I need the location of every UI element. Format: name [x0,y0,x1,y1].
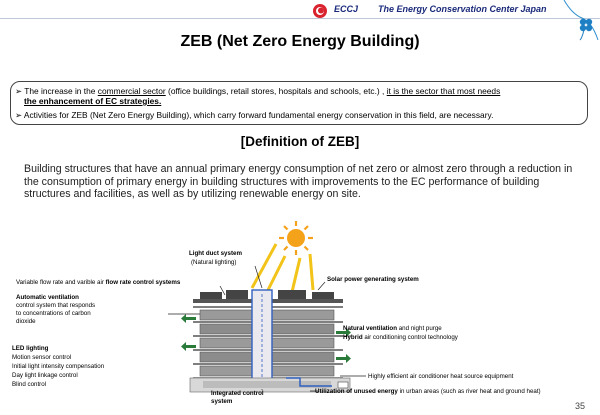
label-hybrid: Hybrid air conditioning control technolo… [343,334,458,341]
label-integrated-l2: system [211,398,233,405]
definition-text: Building structures that have an annual … [24,163,573,201]
summary-box [10,81,588,125]
solar-panels [200,290,334,299]
bullet-2-text: Activities for ZEB (Net Zero Energy Buil… [23,110,494,120]
label-auto-vent-l2: to concentrations of carbon [16,310,91,317]
label-natural-ventilation-bold: Natural ventilation [343,325,397,332]
definition-heading: [Definition of ZEB] [240,134,360,149]
sunlight-beams [250,243,315,293]
ventilation-arrows [336,328,351,363]
bullet-1-text-b: (office buildings, retail stores, hospit… [165,86,387,96]
label-light-duct-sub: (Natural lighting) [191,259,237,266]
bullet-1-underline-a: commercial sector [97,86,166,96]
label-heat-source: Highly efficient air conditioner heat so… [368,373,514,380]
label-led-l3: Day light linkage control [12,372,78,379]
bullet-1-text-a: The increase in the [24,86,98,96]
bullet-1-line-2: the enhancement of EC strategies. [24,96,162,106]
label-unused-energy-plain: in urban areas (such as river heat and g… [397,388,541,395]
bullet-1: ➢ The increase in the commercial sector … [15,86,501,96]
label-solar: Solar power generating system [327,276,419,283]
label-natural-ventilation-plain: and night purge [396,325,442,332]
label-led-l4: Blind control [12,381,47,388]
header-logo-text: ECCJ [334,4,359,14]
leader-lines [168,265,366,392]
label-led-title: LED lighting [12,345,49,352]
label-unused-energy: Utilization of unused energy in urban ar… [315,388,541,395]
label-led-l1: Motion sensor control [12,354,72,361]
label-auto-vent-l3: dioxide [16,318,36,325]
label-hybrid-plain: air conditioning control technology [362,334,458,341]
label-variable-flow-bold: flow rate control systems [105,279,181,286]
sun-icon [279,221,313,255]
header-org-name: The Energy Conservation Center Japan [378,4,547,14]
eccj-logo-icon [313,4,327,18]
zeb-building-diagram [168,221,366,393]
header-divider [0,18,600,19]
label-unused-energy-bold: Utilization of unused energy [315,388,398,395]
page-title: ZEB (Net Zero Energy Building) [180,33,420,50]
label-led-l2: Initial light intensity compensation [12,363,105,370]
label-natural-ventilation: Natural ventilation and night purge [343,325,442,332]
label-hybrid-bold: Hybrid [343,334,363,341]
label-variable-flow-plain: Variable flow rate and varible air [16,279,106,286]
label-light-duct-title: Light duct system [189,250,242,257]
label-integrated-l1: Integrated control [211,390,264,397]
bullet-1-underline-b: it is the sector that most needs [386,86,501,96]
label-variable-flow: Variable flow rate and varible air flow … [16,279,180,286]
page-number: 35 [575,401,586,411]
bullet-2: ➢ Activities for ZEB (Net Zero Energy Bu… [15,110,494,120]
label-auto-vent-l1: control system that responds [16,302,96,309]
clover-decoration-icon [563,0,599,41]
label-auto-vent-title: Automatic ventilation [16,294,79,301]
